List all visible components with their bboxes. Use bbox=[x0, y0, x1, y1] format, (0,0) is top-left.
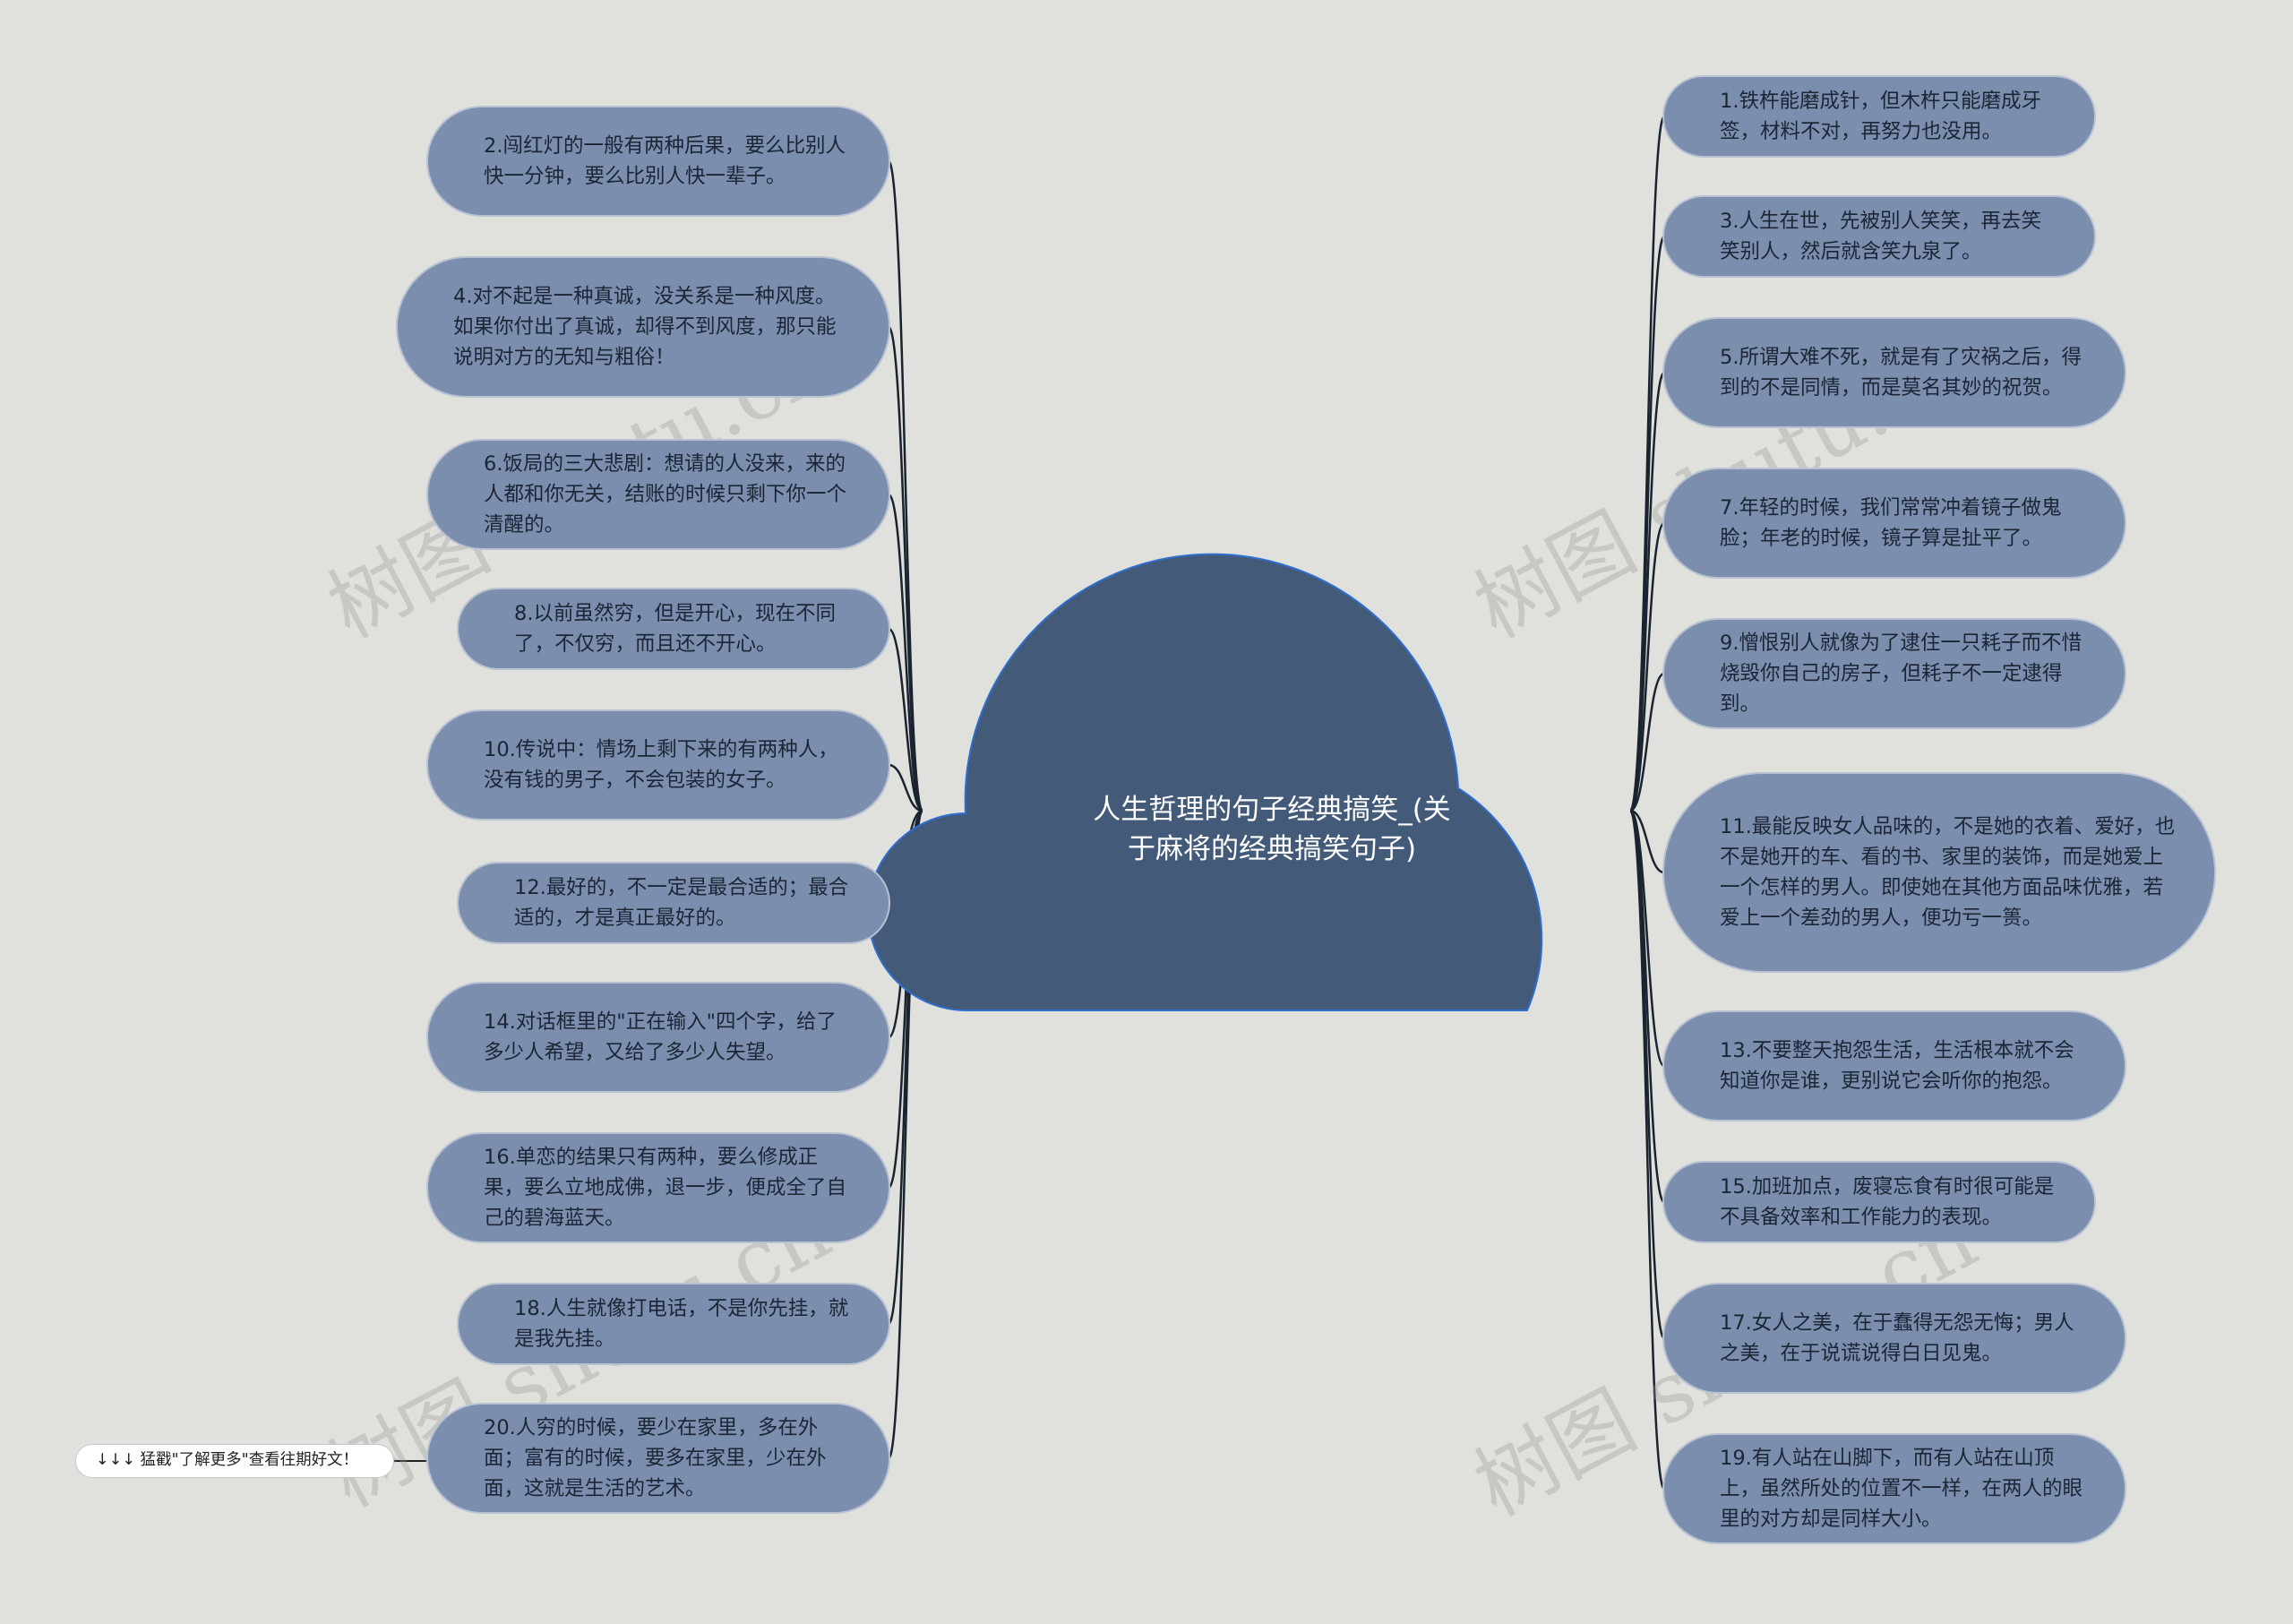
connector bbox=[1628, 521, 1666, 812]
connector bbox=[888, 627, 923, 812]
topic-text: 5.所谓大难不死，就是有了灾祸之后，得到的不是同情，而是莫名其妙的祝贺。 bbox=[1720, 346, 2082, 400]
topic-text: 1.铁杵能磨成针，但木杵只能磨成牙签，材料不对，再努力也没用。 bbox=[1720, 90, 2041, 143]
right-topic-node[interactable]: 13.不要整天抱怨生活，生活根本就不会知道你是谁，更别说它会听你的抱怨。 bbox=[1662, 1010, 2126, 1121]
topic-text: 11.最能反映女人品味的，不是她的衣着、爱好，也不是她开的车、看的书、家里的装饰… bbox=[1720, 815, 2176, 930]
topic-text: 18.人生就像打电话，不是你先挂，就是我先挂。 bbox=[514, 1297, 849, 1351]
topic-text: 7.年轻的时候，我们常常冲着镜子做鬼脸；年老的时候，镜子算是扯平了。 bbox=[1720, 496, 2062, 550]
topic-text: 17.女人之美，在于蠢得无怨无悔；男人之美，在于说谎说得白日见鬼。 bbox=[1720, 1311, 2074, 1365]
topic-text: 16.单恋的结果只有两种，要么修成正果，要么立地成佛，退一步，便成全了自己的碧海… bbox=[484, 1146, 847, 1230]
connector bbox=[1628, 809, 1666, 1068]
topic-text: 10.传说中：情场上剩下来的有两种人，没有钱的男子，不会包装的女子。 bbox=[484, 738, 838, 792]
left-topic-node[interactable]: 18.人生就像打电话，不是你先挂，就是我先挂。 bbox=[457, 1283, 890, 1365]
left-topic-node[interactable]: 8.以前虽然穷，但是开心，现在不同了，不仅穷，而且还不开心。 bbox=[457, 588, 890, 670]
topic-text: 15.加班加点，废寝忘食有时很可能是不具备效率和工作能力的表现。 bbox=[1720, 1175, 2055, 1229]
topic-text: 19.有人站在山脚下，而有人站在山顶上，虽然所处的位置不一样，在两人的眼里的对方… bbox=[1720, 1447, 2083, 1531]
right-topic-node[interactable]: 19.有人站在山脚下，而有人站在山顶上，虽然所处的位置不一样，在两人的眼里的对方… bbox=[1662, 1433, 2126, 1544]
topic-text: 8.以前虽然穷，但是开心，现在不同了，不仅穷，而且还不开心。 bbox=[514, 602, 836, 656]
left-topic-node[interactable]: 10.传说中：情场上剩下来的有两种人，没有钱的男子，不会包装的女子。 bbox=[426, 709, 890, 821]
central-topic[interactable]: 人生哲理的句子经典搞笑_(关于麻将的经典搞笑句子) bbox=[1093, 794, 1451, 865]
connector bbox=[1628, 371, 1666, 812]
topic-text: 3.人生在世，先被别人笑笑，再去笑笑别人，然后就含笑九泉了。 bbox=[1720, 210, 2041, 263]
left-topic-node[interactable]: 6.饭局的三大悲剧：想请的人没来，来的人都和你无关，结账的时候只剩下你一个清醒的… bbox=[426, 439, 890, 550]
connector bbox=[887, 325, 924, 812]
right-topic-node[interactable]: 3.人生在世，先被别人笑笑，再去笑笑别人，然后就含笑九泉了。 bbox=[1662, 195, 2096, 278]
connector bbox=[1629, 672, 1665, 812]
right-topic-node[interactable]: 9.憎恨别人就像为了逮住一只耗子而不惜烧毁你自己的房子，但耗子不一定逮得到。 bbox=[1662, 618, 2126, 729]
topic-text: 12.最好的，不一定是最合适的；最合适的，才是真正最好的。 bbox=[514, 876, 849, 930]
topic-text: 13.不要整天抱怨生活，生活根本就不会知道你是谁，更别说它会听你的抱怨。 bbox=[1720, 1039, 2074, 1093]
right-topic-node[interactable]: 11.最能反映女人品味的，不是她的衣着、爱好，也不是她开的车、看的书、家里的装饰… bbox=[1662, 772, 2216, 973]
right-topic-node[interactable]: 7.年轻的时候，我们常常冲着镜子做鬼脸；年老的时候，镜子算是扯平了。 bbox=[1662, 468, 2126, 579]
topic-text: 14.对话框里的"正在输入"四个字，给了多少人希望，又给了多少人失望。 bbox=[484, 1010, 837, 1064]
left-topic-node[interactable]: 14.对话框里的"正在输入"四个字，给了多少人希望，又给了多少人失望。 bbox=[426, 982, 890, 1093]
right-topic-node[interactable]: 5.所谓大难不死，就是有了灾祸之后，得到的不是同情，而是莫名其妙的祝贺。 bbox=[1662, 317, 2126, 428]
topic-text: 20.人穷的时候，要少在家里，多在外面；富有的时候，要多在家里，少在外面，这就是… bbox=[484, 1416, 827, 1500]
left-topic-node[interactable]: 4.对不起是一种真诚，没关系是一种风度。如果你付出了真诚，却得不到风度，那只能说… bbox=[396, 256, 890, 398]
more-articles-note[interactable]: ↓↓↓ 猛戳"了解更多"查看往期好文！ bbox=[75, 1444, 394, 1478]
right-topic-node[interactable]: 17.女人之美，在于蠢得无怨无悔；男人之美，在于说谎说得白日见鬼。 bbox=[1662, 1283, 2126, 1394]
connector bbox=[1629, 809, 1665, 874]
connector bbox=[887, 493, 924, 812]
left-topic-node[interactable]: 20.人穷的时候，要少在家里，多在外面；富有的时候，要多在家里，少在外面，这就是… bbox=[426, 1403, 890, 1514]
connector bbox=[888, 763, 923, 812]
left-topic-node[interactable]: 2.闯红灯的一般有两种后果，要么比别人快一分钟，要么比别人快一辈子。 bbox=[426, 106, 890, 217]
left-topic-node[interactable]: 12.最好的，不一定是最合适的；最合适的，才是真正最好的。 bbox=[457, 862, 890, 944]
right-topic-node[interactable]: 1.铁杵能磨成针，但木杵只能磨成牙签，材料不对，再努力也没用。 bbox=[1662, 75, 2096, 158]
left-topic-node[interactable]: 16.单恋的结果只有两种，要么修成正果，要么立地成佛，退一步，便成全了自己的碧海… bbox=[426, 1132, 890, 1243]
topic-text: 2.闯红灯的一般有两种后果，要么比别人快一分钟，要么比别人快一辈子。 bbox=[484, 134, 846, 188]
connector bbox=[1628, 809, 1666, 1491]
topic-text: 9.憎恨别人就像为了逮住一只耗子而不惜烧毁你自己的房子，但耗子不一定逮得到。 bbox=[1720, 632, 2082, 716]
topic-text: 6.饭局的三大悲剧：想请的人没来，来的人都和你无关，结账的时候只剩下你一个清醒的… bbox=[484, 452, 847, 537]
topic-text: 4.对不起是一种真诚，没关系是一种风度。如果你付出了真诚，却得不到风度，那只能说… bbox=[453, 285, 837, 369]
right-topic-node[interactable]: 15.加班加点，废寝忘食有时很可能是不具备效率和工作能力的表现。 bbox=[1662, 1161, 2096, 1243]
